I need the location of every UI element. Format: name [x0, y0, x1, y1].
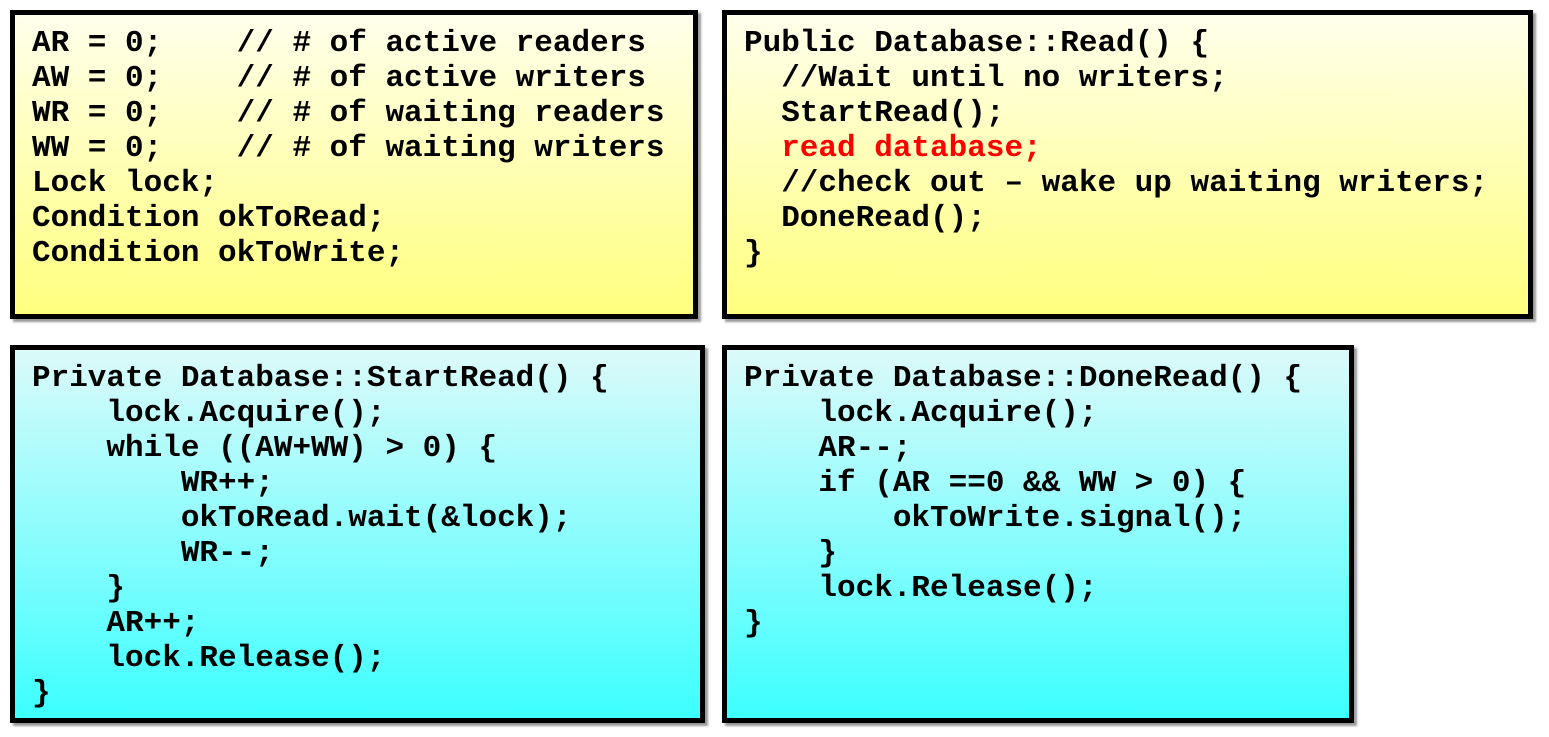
- code-line: while ((AW+WW) > 0) {: [32, 431, 498, 466]
- code-line: WR++;: [32, 466, 274, 501]
- code-line: AR++;: [32, 606, 200, 641]
- code-line: //check out – wake up waiting writers;: [744, 166, 1489, 201]
- code-line: lock.Acquire();: [744, 396, 1098, 431]
- code-line: AW = 0; // # of active writers: [32, 61, 646, 96]
- code-line: okToWrite.signal();: [744, 501, 1247, 536]
- code-line: WR--;: [32, 536, 274, 571]
- code-line: DoneRead();: [744, 201, 986, 236]
- code-line: AR = 0; // # of active readers: [32, 26, 646, 61]
- code-line: lock.Release();: [32, 641, 386, 676]
- code-line-highlight-read-database: read database;: [744, 131, 1042, 166]
- code-line: }: [32, 571, 126, 606]
- code-line: Condition okToRead;: [32, 201, 386, 236]
- code-line: if (AR ==0 && WW > 0) {: [744, 466, 1247, 501]
- code-box-global-declarations: AR = 0; // # of active readers AW = 0; /…: [10, 10, 698, 319]
- code-line: //Wait until no writers;: [744, 61, 1228, 96]
- code-line: Private Database::DoneRead() {: [744, 361, 1303, 396]
- code-line: lock.Release();: [744, 571, 1098, 606]
- code-line: Private Database::StartRead() {: [32, 361, 609, 396]
- code-line: AR--;: [744, 431, 912, 466]
- code-line: }: [32, 676, 51, 711]
- code-line: WR = 0; // # of waiting readers: [32, 96, 665, 131]
- code-box-public-database-read: Public Database::Read() { //Wait until n…: [722, 10, 1533, 319]
- code-line: }: [744, 536, 838, 571]
- code-line: Lock lock;: [32, 166, 219, 201]
- code-line: StartRead();: [744, 96, 1005, 131]
- code-box-private-database-doneread: Private Database::DoneRead() { lock.Acqu…: [722, 345, 1354, 723]
- code-line: lock.Acquire();: [32, 396, 386, 431]
- code-line: Condition okToWrite;: [32, 236, 405, 271]
- code-box-private-database-startread: Private Database::StartRead() { lock.Acq…: [10, 345, 705, 723]
- code-line: }: [744, 606, 763, 641]
- code-line: WW = 0; // # of waiting writers: [32, 131, 665, 166]
- code-line: okToRead.wait(&lock);: [32, 501, 572, 536]
- code-line: }: [744, 236, 763, 271]
- code-line: Public Database::Read() {: [744, 26, 1210, 61]
